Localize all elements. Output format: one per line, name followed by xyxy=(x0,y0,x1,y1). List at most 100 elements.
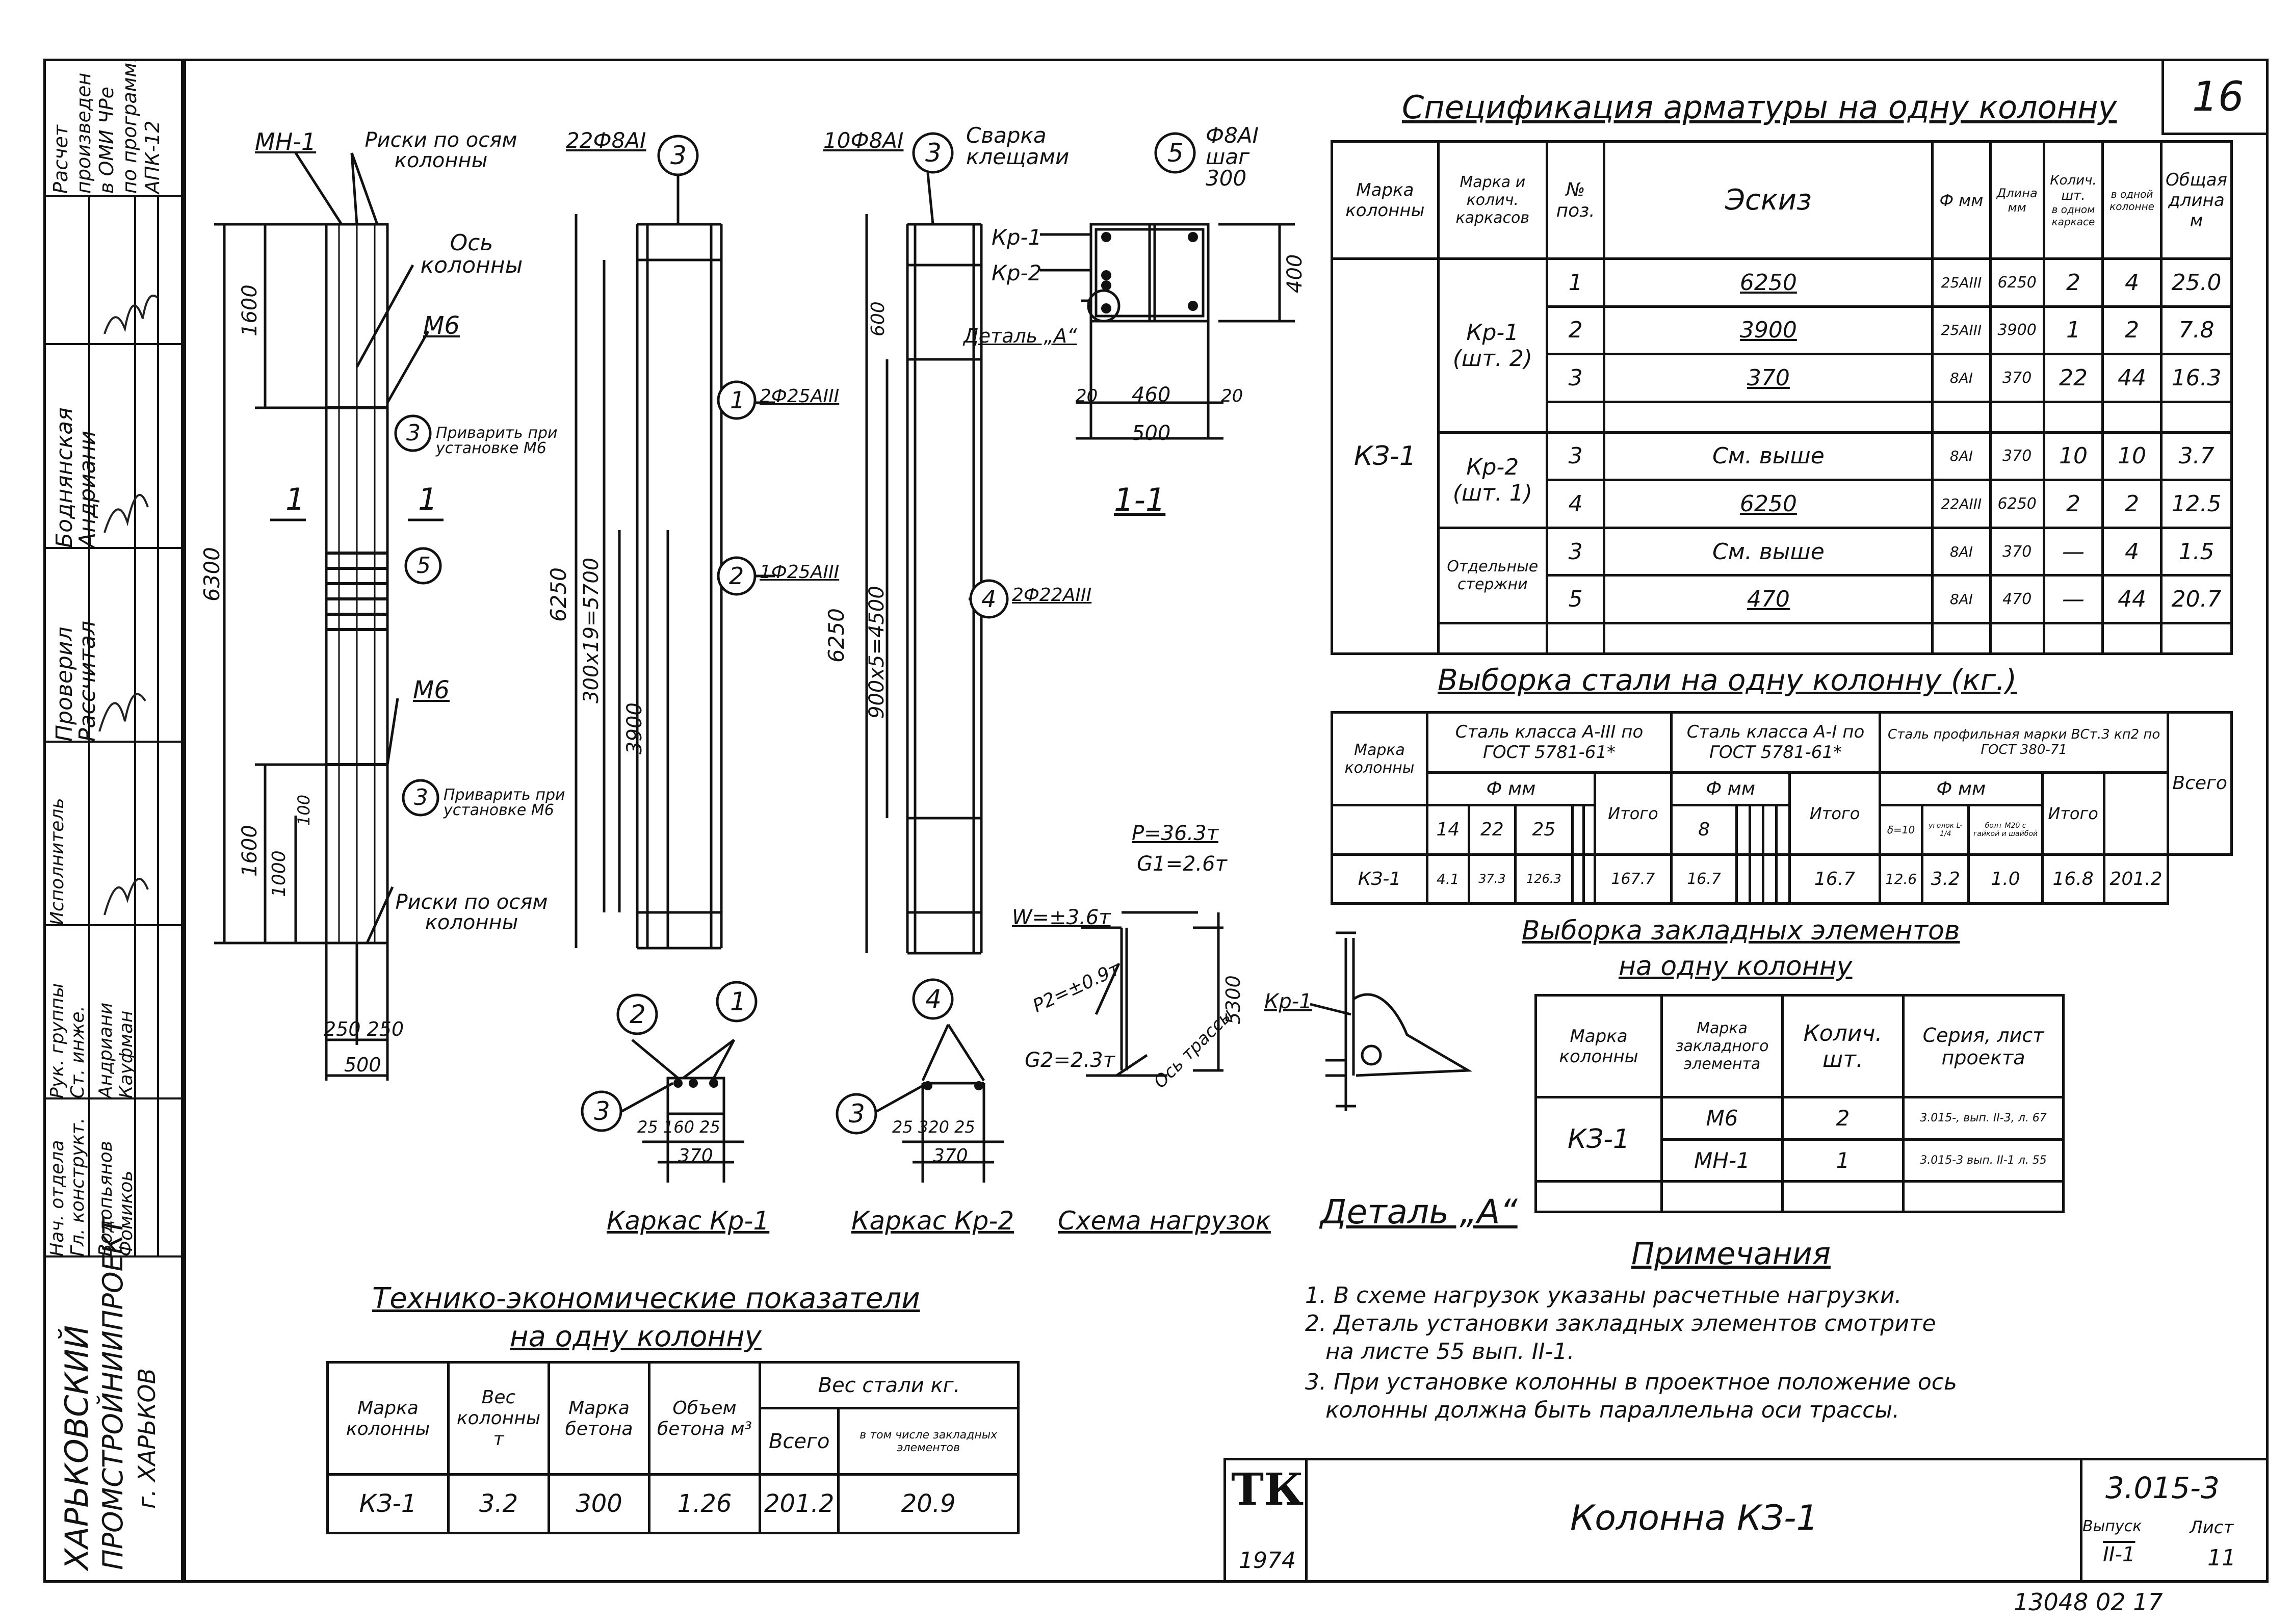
steel-itogop: 16.8 xyxy=(2041,853,2105,905)
steel-v8: 16.7 xyxy=(1670,853,1738,905)
steel-blank xyxy=(1762,853,1778,905)
tech-h-weight: Вес колонны т xyxy=(447,1361,550,1476)
spec-sketch: 6250 xyxy=(1603,257,1934,308)
embed-series: 3.015-, вып. II-3, л. 67 xyxy=(1902,1096,2065,1141)
tech-h-volume: Объем бетона м³ xyxy=(648,1361,761,1476)
spec-empty xyxy=(1989,622,2045,655)
spec-total: 16.3 xyxy=(2159,353,2233,403)
issue-label: Выпуск xyxy=(2082,1517,2142,1535)
embed-h-series: Серия, лист проекта xyxy=(1902,994,2065,1098)
dim-370b: 370 xyxy=(933,1145,968,1166)
load-g1: G1=2.6т xyxy=(1137,852,1227,876)
embed-empty xyxy=(1902,1180,2065,1213)
spec-empty xyxy=(2101,400,2163,434)
label-mn1: МН-1 xyxy=(255,128,317,155)
steel-h-itogop: Итого xyxy=(2041,771,2105,856)
spec-h-len: Длина мм xyxy=(1989,140,2045,260)
spec-len: 370 xyxy=(1989,431,2045,482)
spec-len: 470 xyxy=(1989,574,2045,624)
dim-1600a: 1600 xyxy=(238,284,262,336)
spec-empty xyxy=(2101,622,2163,655)
dim-25-160-25: 25 160 25 xyxy=(637,1117,720,1137)
caption-kp2: Каркас Кр-2 xyxy=(851,1206,1014,1236)
spec-total: 3.7 xyxy=(2159,431,2233,482)
spec-total: 20.7 xyxy=(2159,574,2233,624)
label-m6-top: М6 xyxy=(423,311,460,340)
tech-table: Марка колонны Вес колонны т Марка бетона… xyxy=(326,1361,1020,1534)
spec-sketch: См. выше xyxy=(1603,431,1934,482)
label-section-11: 1-1 xyxy=(1114,481,1166,518)
spec-pos: 1 xyxy=(1545,257,1606,308)
note-3b: колонны должна быть параллельна оси трас… xyxy=(1325,1397,1900,1423)
spec-qty2: 2 xyxy=(2101,479,2163,529)
steel-h-fmmp: Ф мм xyxy=(1879,771,2044,807)
spec-table: Марка колонны Марка и колич. каркасов № … xyxy=(1331,140,2233,655)
spec-qty1: — xyxy=(2042,574,2104,624)
spec-group-kp1: Кр-1 (шт. 2) xyxy=(1437,257,1548,434)
embed-h-mark: Марка колонны xyxy=(1534,994,1663,1098)
spec-qty1: 2 xyxy=(2042,479,2104,529)
spec-d: 8АI xyxy=(1931,526,1992,577)
steel-h-d25: 25 xyxy=(1514,804,1574,856)
pos-1-a: 1 xyxy=(730,386,745,414)
label-bar22: 22Ф8АI xyxy=(566,128,646,153)
steel-h-class1: Сталь класса А-I по ГОСТ 5781-61* xyxy=(1670,711,1881,774)
dim-6250b: 6250 xyxy=(824,608,849,663)
embed-title-1: Выборка закладных элементов xyxy=(1522,915,1960,946)
list-label: Лист xyxy=(2190,1517,2234,1538)
signatures xyxy=(98,295,159,915)
spec-mark: КЗ-1 xyxy=(1331,257,1440,655)
steel-vp2: 3.2 xyxy=(1921,853,1970,905)
spec-pos: 4 xyxy=(1545,479,1606,529)
spec-empty xyxy=(1437,622,1548,655)
spec-empty xyxy=(1603,400,1934,434)
spec-d: 8АI xyxy=(1931,353,1992,403)
label-os-kolonny: Ось колонны xyxy=(420,230,523,278)
label-2f22: 2Ф22АIII xyxy=(1012,585,1092,606)
pos-1-b: 1 xyxy=(730,987,746,1016)
label-riski-top: Риски по осям колонны xyxy=(364,128,517,172)
pos-3-c: 3 xyxy=(406,420,421,446)
steel-blank xyxy=(1582,853,1596,905)
dim-1600b: 1600 xyxy=(238,825,262,877)
spec-qty1: — xyxy=(2042,526,2104,577)
caption-kp1: Каркас Кр-1 xyxy=(607,1206,770,1236)
spec-qty2: 4 xyxy=(2101,526,2163,577)
dim-100: 100 xyxy=(294,794,314,826)
embed-empty xyxy=(1781,1180,1905,1213)
section-mark-left: 1 xyxy=(285,482,305,517)
spec-total: 1.5 xyxy=(2159,526,2233,577)
spec-h-d: Ф мм xyxy=(1931,140,1992,260)
dim-300x19: 300x19=5700 xyxy=(580,557,603,703)
pos-3-b: 3 xyxy=(925,138,942,168)
steel-h-blank xyxy=(1735,804,1752,856)
tk-logo: ТК xyxy=(1231,1464,1304,1515)
spec-d: 22АIII xyxy=(1931,479,1992,529)
steel-blank xyxy=(1749,853,1765,905)
spec-empty xyxy=(1931,622,1992,655)
spec-qty2: 44 xyxy=(2101,353,2163,403)
spec-d: 8АI xyxy=(1931,574,1992,624)
steel-table: Марка колонны Сталь класса А-III по ГОСТ… xyxy=(1331,711,2233,905)
load-w: W=±3.6т xyxy=(1012,906,1111,929)
spec-d: 25АIII xyxy=(1931,257,1992,308)
label-1f25: 1Ф25АIII xyxy=(760,562,840,583)
spec-sketch: 3900 xyxy=(1603,305,1934,356)
steel-v22: 37.3 xyxy=(1467,853,1517,905)
spec-empty xyxy=(2159,622,2233,655)
caption-schema: Схема нагрузок xyxy=(1058,1206,1271,1236)
steel-h-blank xyxy=(1571,804,1585,856)
dim-20b: 20 xyxy=(1221,386,1243,406)
steel-h-profile: Сталь профильная марки ВСт.3 кп2 по ГОСТ… xyxy=(1878,711,2170,774)
embed-elem: МН-1 xyxy=(1660,1138,1784,1183)
tech-h-mark: Марка колонны xyxy=(326,1361,450,1476)
steel-h-dp3: болт М20 с гайкой и шайбой xyxy=(1967,804,2044,856)
spec-h-total: Общая длина м xyxy=(2159,140,2233,260)
dim-6300: 6300 xyxy=(199,547,224,601)
dim-1000: 1000 xyxy=(269,850,290,897)
label-kp2: Кр-2 xyxy=(992,260,1042,285)
label-detal-a-ref: Деталь „А“ xyxy=(963,325,1077,347)
embed-title-2: на одну колонну xyxy=(1619,951,1853,982)
spec-len: 3900 xyxy=(1989,305,2045,356)
dim-20a: 20 xyxy=(1076,386,1098,406)
